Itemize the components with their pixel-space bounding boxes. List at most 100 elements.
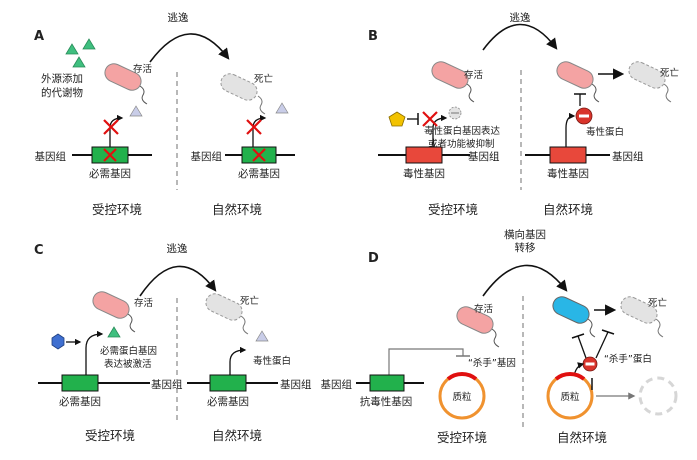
expression-arrow — [565, 112, 576, 148]
panel-letter: B — [368, 29, 378, 44]
bacterium-icon — [104, 63, 142, 91]
block-x-icon — [252, 148, 266, 162]
death-label: 死亡 — [254, 73, 273, 85]
survive-label: 存活 — [133, 63, 153, 75]
alive-cell — [92, 291, 136, 333]
alive-cell — [556, 61, 600, 103]
metabolite-icon — [82, 38, 96, 50]
env-natural-label: 自然环境 — [212, 202, 262, 217]
inhibit-line — [595, 331, 609, 359]
metabolite-icon — [129, 105, 143, 117]
env-controlled-label: 受控环境 — [92, 202, 142, 217]
survive-label: 存活 — [474, 303, 494, 315]
bacterium-icon — [431, 61, 469, 89]
dead-cell — [620, 296, 664, 338]
repress-label-line2: 或者功能被抑制 — [428, 138, 495, 150]
essential-gene-label: 必需基因 — [89, 167, 131, 180]
metabolite-icon — [72, 56, 86, 68]
external-label-line1: 外源添加 — [41, 72, 83, 85]
hgt-label-line1: 横向基因 — [504, 228, 546, 241]
blue-cell — [552, 296, 596, 338]
genome-label: 基因组 — [191, 150, 223, 163]
escape-label: 逃逸 — [168, 11, 189, 24]
metabolite-icon — [65, 43, 79, 55]
essential-gene-label: 必需基因 — [238, 167, 280, 180]
panel-c: C 逃逸 存活 必需蛋白基因 表达被激活 基因组 必需基因 死亡 毒性蛋白 基因… — [34, 242, 312, 443]
alive-cell — [456, 306, 500, 348]
antitoxin-path — [388, 348, 464, 375]
essential-protein-icon — [255, 330, 269, 342]
bacterium-icon — [456, 306, 494, 334]
dead-cell — [205, 293, 249, 335]
genome-label: 基因组 — [612, 150, 644, 163]
escape-arrow — [139, 265, 217, 297]
essential-protein-icon — [107, 326, 121, 338]
essential-gene-label: 必需基因 — [207, 395, 249, 408]
hgt-arrow — [482, 264, 568, 297]
flagellum-icon — [663, 83, 672, 103]
plasmid-label: 质粒 — [452, 391, 472, 403]
repress-label-line1: 毒性蛋白基因表达 — [424, 125, 501, 137]
genome-label: 基因组 — [468, 150, 500, 163]
alive-cell — [104, 63, 148, 105]
killer-protein-label: “杀手”蛋白 — [604, 353, 652, 365]
death-label: 死亡 — [240, 295, 259, 307]
inducer-icon — [51, 333, 65, 350]
block-x-icon — [246, 119, 262, 135]
dead-bacterium-icon — [220, 73, 258, 101]
block-x-icon — [103, 119, 119, 135]
panel-letter: C — [34, 243, 44, 258]
flagellum-icon — [127, 313, 136, 333]
toxic-protein-label: 毒性蛋白 — [253, 355, 291, 367]
antitoxin-gene-label: 抗毒性基因 — [360, 395, 413, 408]
external-label-line2: 的代谢物 — [41, 86, 83, 99]
metabolite-triangles — [65, 38, 96, 68]
panel-b: B 逃逸 存活 毒性蛋白基因表达 或者功能被抑制 基因组 毒性基因 死亡 — [368, 11, 679, 217]
dead-bacterium-icon — [620, 296, 658, 324]
death-label: 死亡 — [660, 67, 679, 79]
dead-cell — [628, 61, 672, 103]
env-natural-label: 自然环境 — [543, 202, 593, 217]
toxin-minus — [579, 114, 589, 118]
flagellum-icon — [257, 95, 266, 115]
panel-letter: A — [34, 29, 44, 44]
env-controlled-label: 受控环境 — [437, 430, 487, 445]
flagellum-icon — [240, 315, 249, 335]
panel-letter: D — [368, 251, 379, 266]
lost-plasmid-icon — [638, 376, 678, 416]
inhibitor-icon — [388, 111, 406, 127]
panel-d: D 横向基因 转移 存活 “杀手”基因 基因组 抗毒性基因 质粒 死亡 — [321, 228, 678, 445]
block-x-icon — [422, 111, 438, 127]
expression-arrow — [229, 346, 247, 378]
toxic-gene-label: 毒性基因 — [403, 167, 445, 180]
escape-arrow — [482, 23, 558, 51]
toxin-minus — [585, 362, 595, 366]
dead-bacterium-icon — [205, 293, 243, 321]
toxic-protein-label: 毒性蛋白 — [586, 126, 624, 138]
expression-arrow — [432, 114, 448, 148]
genome-label: 基因组 — [280, 378, 312, 391]
env-controlled-label: 受控环境 — [85, 428, 135, 443]
toxic-gene-label: 毒性基因 — [547, 167, 589, 180]
env-natural-label: 自然环境 — [557, 430, 607, 445]
dead-cell — [220, 73, 266, 115]
activate-label-line2: 表达被激活 — [104, 358, 152, 370]
alive-cell — [431, 61, 475, 103]
env-natural-label: 自然环境 — [212, 428, 262, 443]
panel-a: A 逃逸 外源添加 的代谢物 存活 基因组 必需基因 死亡 — [34, 11, 295, 217]
genome-label: 基因组 — [35, 150, 67, 163]
death-label: 死亡 — [648, 297, 667, 309]
flagellum-icon — [587, 318, 596, 338]
hgt-label-line2: 转移 — [515, 241, 536, 254]
inhibit-bar — [601, 329, 615, 335]
flagellum-icon — [655, 318, 664, 338]
env-controlled-label: 受控环境 — [428, 202, 478, 217]
dead-bacterium-icon — [628, 61, 666, 89]
essential-gene-label: 必需基因 — [59, 395, 101, 408]
escape-label: 逃逸 — [167, 242, 188, 255]
inhibit-line — [577, 335, 587, 359]
metabolite-icon — [275, 102, 289, 114]
survive-label: 存活 — [464, 69, 484, 81]
activate-label-line1: 必需蛋白基因 — [100, 345, 157, 357]
